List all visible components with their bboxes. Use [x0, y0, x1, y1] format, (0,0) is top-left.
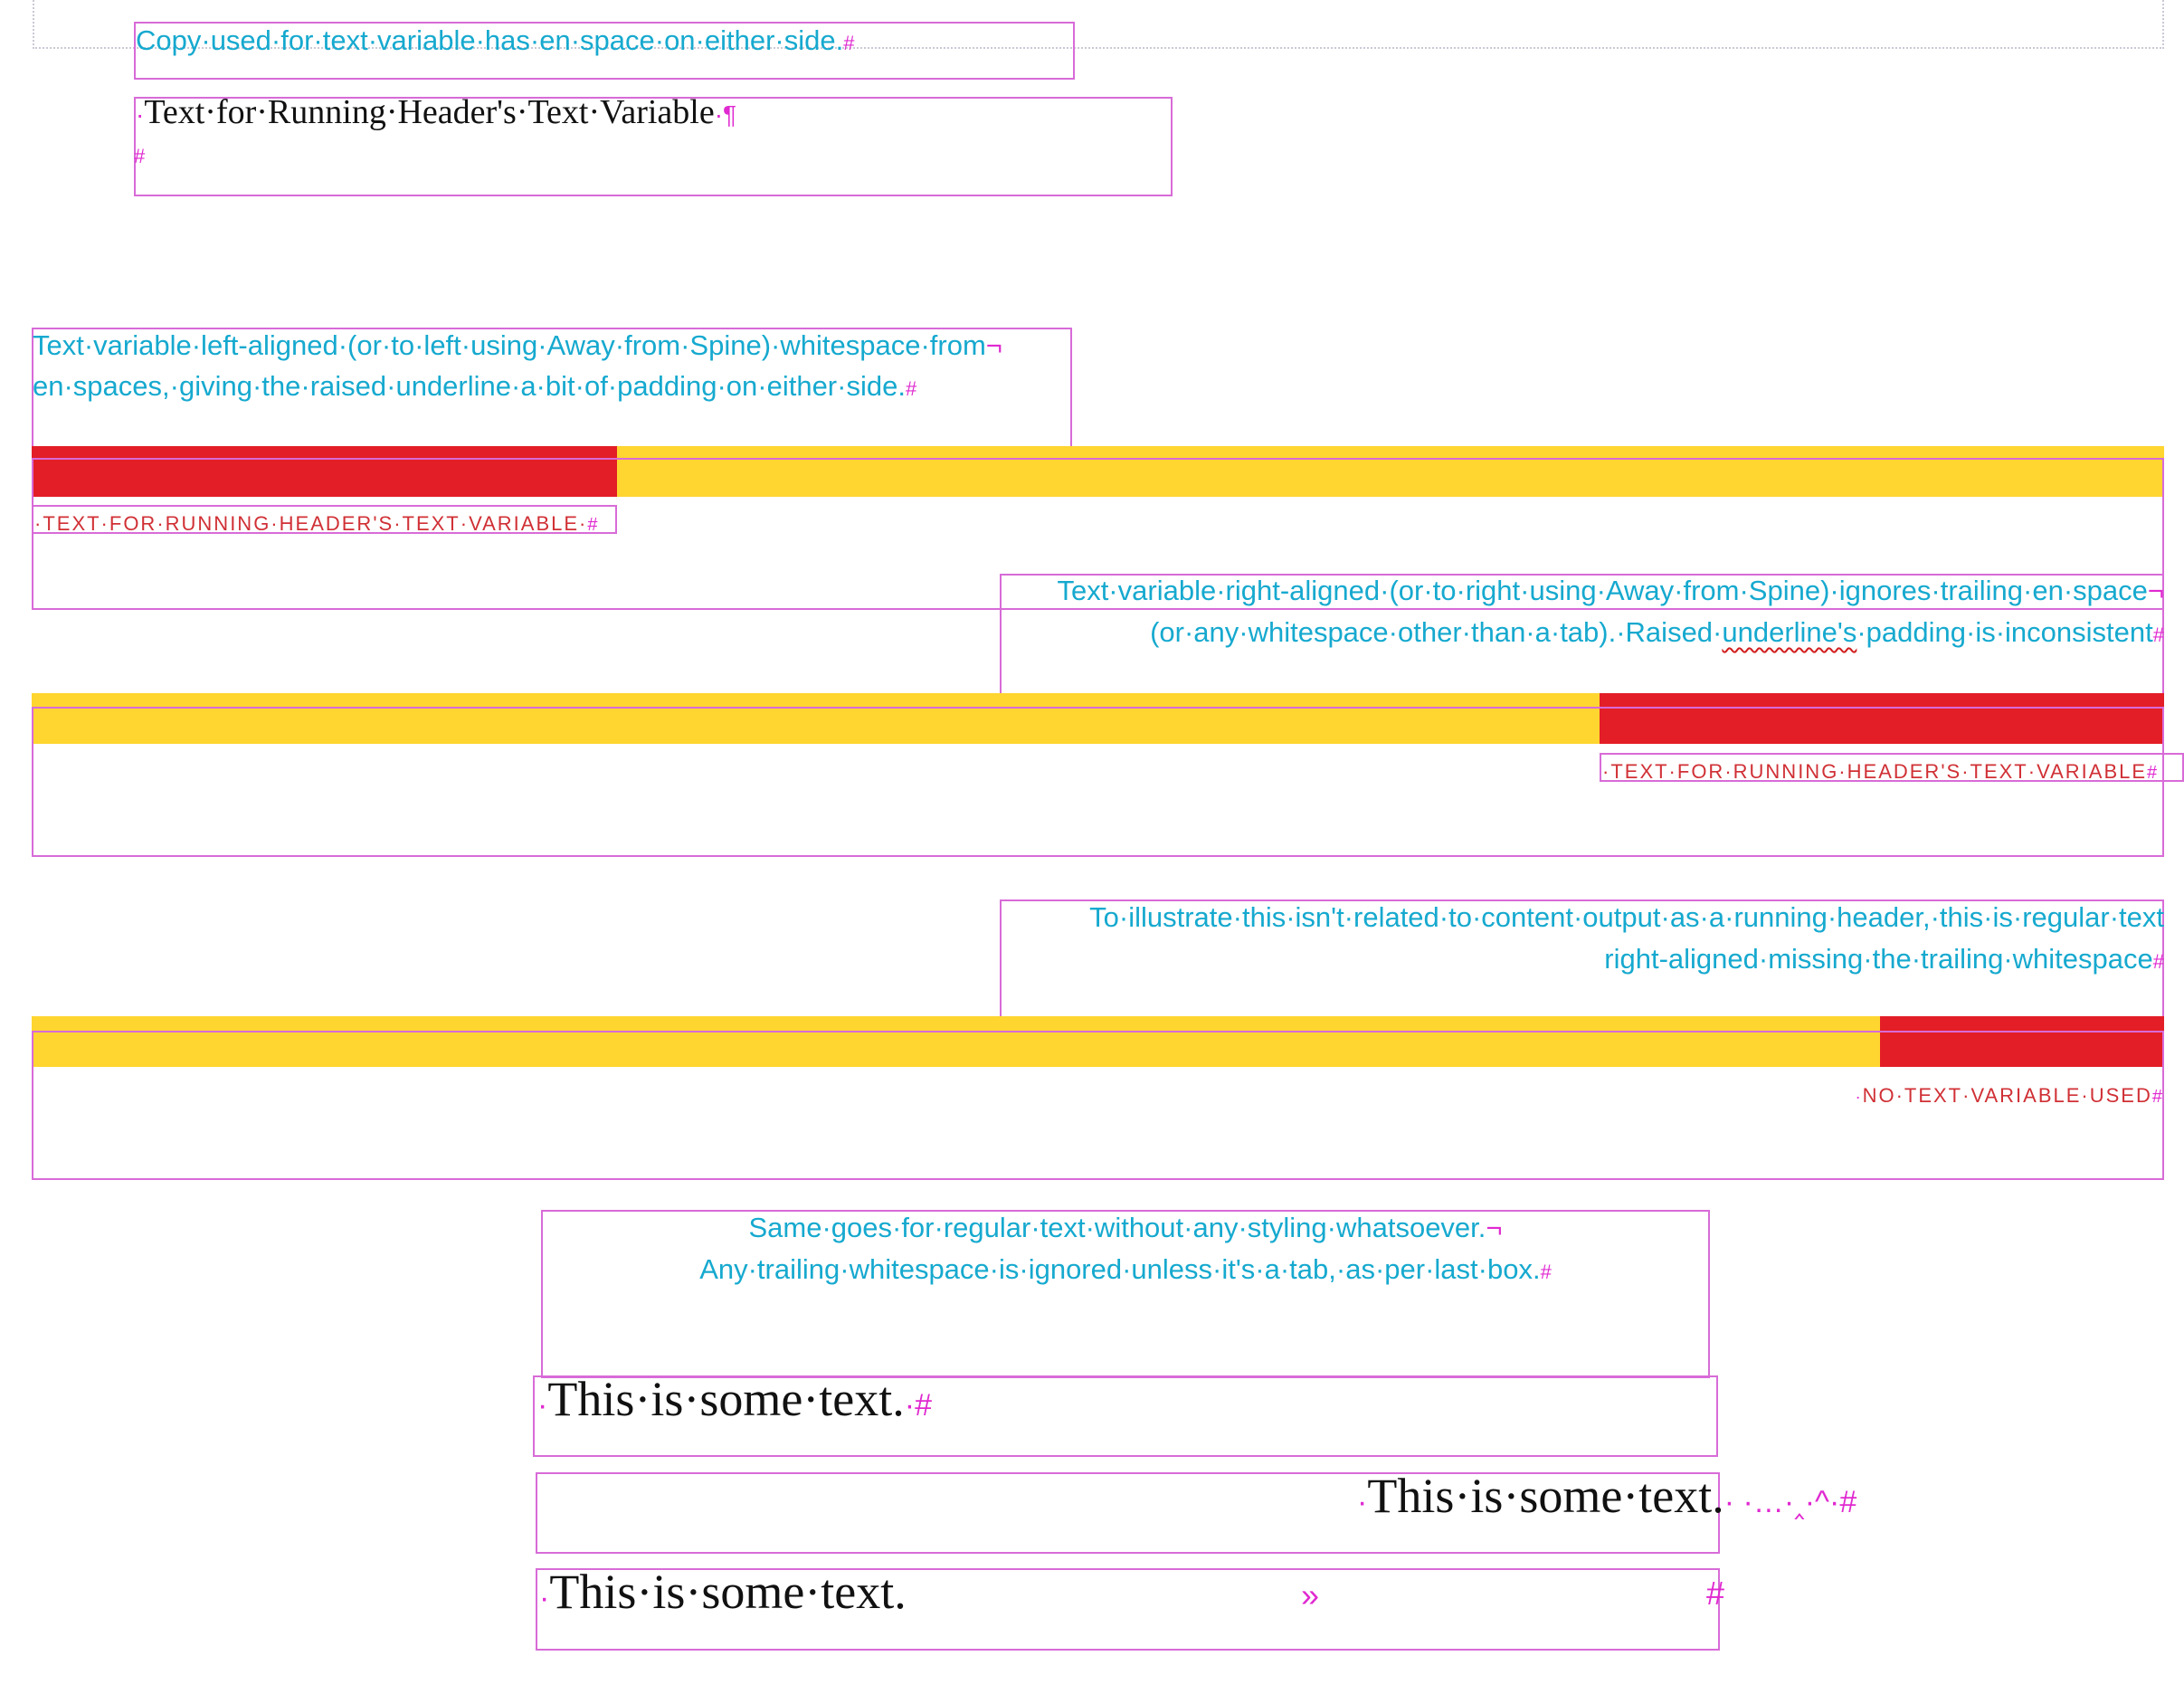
end-of-story-marker: #	[2147, 763, 2160, 783]
end-of-story-marker: #	[1839, 1485, 1857, 1519]
same-note-line-2: Any·trailing·whitespace·is·ignored·unles…	[699, 1253, 1552, 1285]
right-note-line-2: (or·any·whitespace·other·than·a·tab).·Ra…	[1150, 616, 2164, 648]
end-of-story-marker: #	[915, 1388, 933, 1423]
sample-frame-left[interactable]	[533, 1375, 1718, 1457]
header-bar-red-underline-2	[1600, 693, 2164, 744]
same-note-line-1: Same·goes·for·regular·text·without·any·s…	[748, 1212, 1503, 1243]
end-of-story-marker: #	[843, 32, 855, 54]
header-bar-red-underline-1	[32, 446, 617, 497]
forced-line-break-marker: ¬	[985, 329, 1002, 361]
overset-whitespace-markers: · ·…·‸·^·	[1723, 1485, 1840, 1519]
en-space-marker: ·	[1357, 1485, 1368, 1519]
en-space-marker: ·	[136, 100, 145, 128]
en-space-marker: ·	[1855, 1088, 1863, 1106]
left-note-line-1: Text·variable·left-aligned·(or·to·left·u…	[33, 329, 1002, 361]
sample-text-tab: ·This·is·some·text.	[539, 1565, 907, 1619]
illustrate-note-line-1: To·illustrate·this·isn't·related·to·cont…	[1089, 901, 2164, 933]
text-frame-same-note[interactable]	[541, 1210, 1710, 1378]
forced-line-break-marker: ¬	[2147, 575, 2164, 606]
header-bar-yellow-3	[32, 1016, 2164, 1067]
forced-line-break-marker: ¬	[1486, 1212, 1503, 1243]
variable-source-text: ·Text·for·Running·Header's·Text·Variable…	[136, 93, 737, 131]
sample-text-left: ·This·is·some·text.·#	[537, 1372, 933, 1426]
page-margin-guide	[33, 0, 2164, 49]
end-of-story-marker: #	[134, 145, 146, 167]
text-variable-frame-2[interactable]	[1600, 753, 2184, 782]
right-note-line-1: Text·variable·right-aligned·(or·to·right…	[1057, 575, 2164, 606]
tab-marker: »	[1301, 1576, 1320, 1613]
en-space-pilcrow-marker: ·¶	[714, 100, 737, 128]
running-header-frame-3[interactable]	[32, 1031, 2164, 1180]
spelling-error-word: underline's	[1722, 616, 1857, 648]
running-header-text-3: ·NO·TEXT·VARIABLE·USED#	[1855, 1084, 2164, 1107]
running-header-frame-1[interactable]	[32, 458, 2164, 610]
text-variable-frame-1[interactable]	[32, 505, 617, 534]
en-space-marker: ·	[537, 1388, 548, 1423]
copy-note-text: Copy·used·for·text·variable·has·en·space…	[136, 24, 855, 56]
end-of-story-marker: #	[587, 515, 600, 535]
sample-frame-tab[interactable]	[536, 1568, 1720, 1651]
text-frame-variable-source[interactable]	[134, 97, 1173, 196]
end-of-story-marker: #	[2152, 623, 2164, 646]
text-frame-copy-note[interactable]	[134, 22, 1075, 80]
end-of-story-marker: #	[1540, 1261, 1552, 1283]
end-of-story-marker: #	[905, 377, 917, 400]
end-of-story-marker: #	[1706, 1575, 1725, 1612]
end-of-story-marker: #	[2152, 950, 2164, 973]
illustrate-note-line-2: right-aligned·missing·the·trailing·white…	[1604, 943, 2164, 975]
sample-frame-right[interactable]	[536, 1472, 1720, 1554]
running-header-text-2: ·TEXT·FOR·RUNNING·HEADER'S·TEXT·VARIABLE…	[1602, 760, 2160, 783]
left-note-line-2: en·spaces,·giving·the·raised·underline·a…	[33, 370, 917, 402]
en-space-marker: ·	[904, 1388, 916, 1423]
running-header-text-1: ·TEXT·FOR·RUNNING·HEADER'S·TEXT·VARIABLE…	[34, 512, 600, 535]
end-of-story-marker: #	[2151, 1087, 2164, 1107]
running-header-frame-2[interactable]	[32, 707, 2164, 857]
header-bar-red-underline-3	[1880, 1016, 2164, 1067]
sample-text-right: ·This·is·some·text.· ·…·‸·^·#	[1357, 1469, 1857, 1523]
en-space-marker: ·	[539, 1581, 550, 1615]
